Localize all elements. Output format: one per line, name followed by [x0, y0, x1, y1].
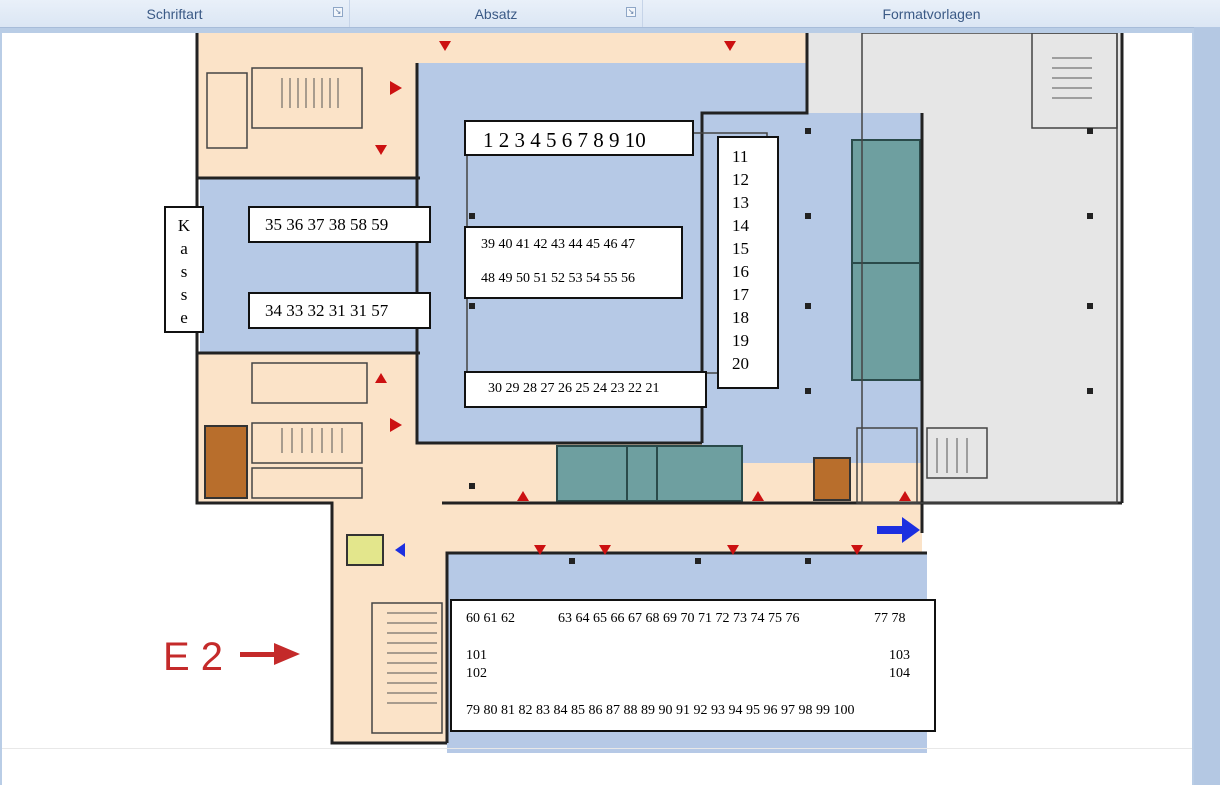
page-divider [2, 748, 1192, 749]
label-seats-39-56: 39 40 41 42 43 44 45 46 47 48 49 50 51 5… [464, 226, 683, 299]
font-dialog-launcher-icon[interactable]: ↘ [333, 7, 343, 17]
entrance-arrow-icon [240, 643, 300, 665]
label-seats-60-104: 60 61 62 63 64 65 66 67 68 69 70 71 72 7… [450, 599, 936, 732]
ribbon-group-paragraph-label: Absatz [474, 5, 518, 22]
service-area-lower [922, 403, 1122, 503]
document-side-margin [1194, 27, 1220, 785]
paragraph-dialog-launcher-icon[interactable]: ↘ [626, 7, 636, 17]
teal-room-right [851, 139, 921, 381]
label-seats-35-59: 35 36 37 38 58 59 [248, 206, 431, 243]
label-seats-34-57: 34 33 32 31 31 57 [248, 292, 431, 329]
brown-room-right [813, 457, 851, 501]
ribbon-bar: Schriftart ↘ Absatz ↘ Formatvorlagen [0, 0, 1220, 28]
exit-arrow-icon [395, 517, 920, 557]
ribbon-group-styles-label: Formatvorlagen [882, 5, 981, 22]
top-corridor [197, 33, 807, 63]
teal-rooms-center [556, 445, 743, 502]
label-seats-1-10: 1 2 3 4 5 6 7 8 9 10 [464, 120, 694, 156]
ribbon-group-font-label: Schriftart [146, 5, 203, 22]
yellow-room [346, 534, 384, 566]
label-kasse: K a s s e [164, 206, 204, 333]
entrance-label: E 2 [163, 635, 223, 679]
document-page: E 2 1 2 3 4 5 6 7 8 9 10 11 12 13 14 15 … [2, 33, 1192, 785]
ribbon-group-font[interactable]: Schriftart ↘ [0, 0, 350, 27]
upper-left-rooms [197, 63, 417, 178]
brown-room-left [204, 425, 248, 499]
ribbon-group-styles[interactable]: Formatvorlagen [643, 0, 1220, 27]
label-seats-11-20: 11 12 13 14 15 16 17 18 19 20 [717, 136, 779, 389]
ribbon-group-paragraph[interactable]: Absatz ↘ [350, 0, 643, 27]
label-seats-30-21: 30 29 28 27 26 25 24 23 22 21 [464, 371, 707, 408]
